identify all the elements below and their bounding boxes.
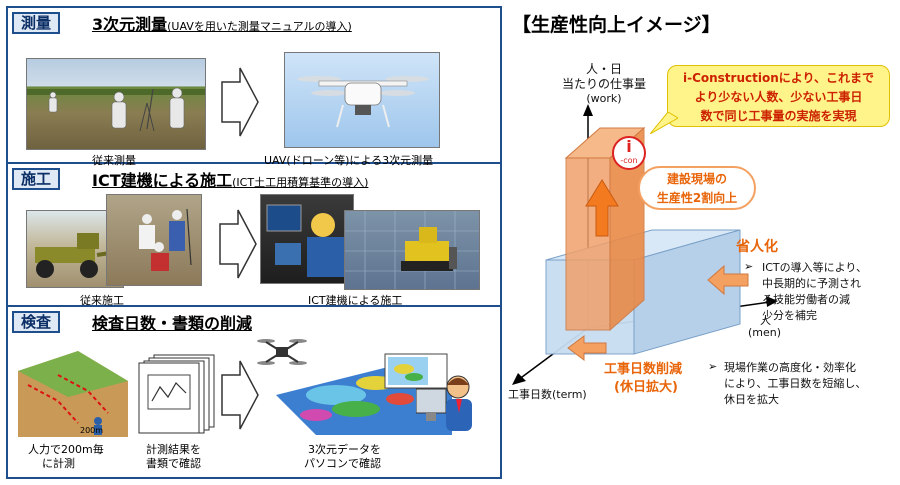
days-description: 現場作業の高度化・効率化 により、工事日数を短縮し、 休日を拡大 — [724, 360, 866, 408]
survey-title-text: 3次元測量 — [92, 15, 168, 34]
men-line2: (men) — [748, 326, 782, 339]
survey-caption-left: 従来測量 — [92, 154, 136, 167]
i-con-logo: i -con — [612, 136, 646, 170]
productivity-badge: 建設現場の 生産性2割向上 — [638, 166, 756, 210]
construction-title: ICT建機による施工(ICT土工用積算基準の導入) — [92, 167, 368, 191]
labor-line4: 少分を補完 — [762, 309, 817, 322]
ict-cab-photo — [260, 194, 354, 284]
inspection-tag: 検査 — [12, 311, 61, 333]
labor-bullet: ➢ — [744, 260, 754, 273]
survey-caption-right: UAV(ドローン等)による3次元測量 — [264, 154, 434, 167]
construction-caption-right: ICT建機による施工 — [308, 294, 403, 307]
monitor-icon — [384, 353, 448, 389]
productivity-line1: 建設現場の — [666, 172, 727, 186]
callout-line3: 数で同じ工事量の実施を実現 — [700, 109, 857, 123]
labor-description: ICTの導入等により、 中長期的に予測され る技能労働者の減 少分を補完 — [762, 260, 867, 324]
survey-subtitle: (UAVを用いた測量マニュアルの導入) — [167, 20, 352, 33]
construction-title-text: ICT建機による施工 — [92, 171, 233, 190]
inspection-caption-2a: 計測結果を — [146, 443, 201, 456]
construction-tag: 施工 — [12, 168, 61, 190]
construction-caption-left: 従来施工 — [80, 294, 124, 307]
inspection-title-text: 検査日数・書類の削減 — [92, 314, 253, 333]
construction-arrow-icon — [219, 209, 257, 279]
callout-pointer — [650, 112, 678, 134]
days-title-line2: (休日拡大) — [614, 380, 678, 395]
productivity-line2: 生産性2割向上 — [656, 191, 738, 205]
inspection-caption-1a: 人力で200m毎 — [28, 443, 104, 456]
yaxis-line2: 当たりの仕事量 — [561, 77, 646, 91]
inspection-title: 検査日数・書類の削減 — [92, 310, 252, 334]
labor-line1: ICTの導入等により、 — [762, 261, 867, 274]
survey-arrow-icon — [221, 67, 259, 137]
callout-line2: より少ない人数、少ない工事日 — [694, 90, 863, 104]
survey-section: 測量 3次元測量(UAVを用いた測量マニュアルの導入) 従来測量 — [8, 8, 500, 167]
drone-icon — [257, 339, 307, 365]
callout-box: i-Constructionにより、これまで より少ない人数、少ない工事日 数で… — [667, 65, 890, 127]
survey-title: 3次元測量(UAVを用いた測量マニュアルの導入) — [92, 11, 352, 35]
yaxis-line1: 人・日 — [585, 62, 622, 76]
term-axis-label: 工事日数(term) — [508, 388, 587, 401]
inspection-caption-3b: パソコンで確認 — [304, 457, 381, 470]
person-at-computer-icon — [416, 375, 472, 431]
i-con-logo-letter: i — [626, 137, 632, 156]
workers-photo — [106, 194, 202, 286]
labor-title: 省人化 — [736, 239, 778, 255]
yaxis-line3: (work) — [586, 92, 622, 105]
left-panel: 測量 3次元測量(UAVを用いた測量マニュアルの導入) 従来測量 — [6, 6, 502, 479]
days-bullet: ➢ — [708, 360, 718, 373]
paper-documents-icon — [138, 354, 215, 434]
construction-section: 施工 ICT建機による施工(ICT土工用積算基準の導入) 従来施工 — [8, 164, 500, 307]
inspection-section: 検査 検査日数・書類の削減 200m 人力で200m毎 に計測 計測結果を 書類… — [8, 307, 500, 477]
days-line1: 現場作業の高度化・効率化 — [724, 361, 856, 374]
right-title: 【生産性向上イメージ】 — [512, 14, 721, 36]
survey-tag: 測量 — [12, 12, 61, 34]
ict-bulldozer-photo — [344, 210, 480, 290]
days-line3: 休日を拡大 — [724, 393, 779, 406]
inspection-caption-1b: に計測 — [42, 457, 75, 470]
inspection-caption-3a: 3次元データを — [308, 443, 381, 456]
inspection-arrow-icon — [221, 360, 259, 430]
labor-line3: る技能労働者の減 — [762, 293, 850, 306]
days-title-line1: 工事日数削減 — [604, 362, 683, 377]
construction-subtitle: (ICT土工用積算基準の導入) — [232, 176, 369, 189]
men-line1: 人 — [760, 314, 771, 327]
traditional-survey-photo — [26, 58, 206, 150]
productivity-diagram — [512, 104, 778, 385]
drone-photo — [284, 52, 440, 148]
days-line2: により、工事日数を短縮し、 — [724, 377, 867, 390]
i-con-logo-sub: -con — [620, 156, 638, 165]
labor-line2: 中長期的に予測され — [762, 277, 861, 290]
inspection-caption-2b: 書類で確認 — [146, 457, 201, 470]
manual-measurement-illustration: 200m — [18, 351, 128, 437]
distance-label: 200m — [80, 426, 103, 435]
callout-line1: i-Constructionにより、これまで — [682, 71, 875, 85]
